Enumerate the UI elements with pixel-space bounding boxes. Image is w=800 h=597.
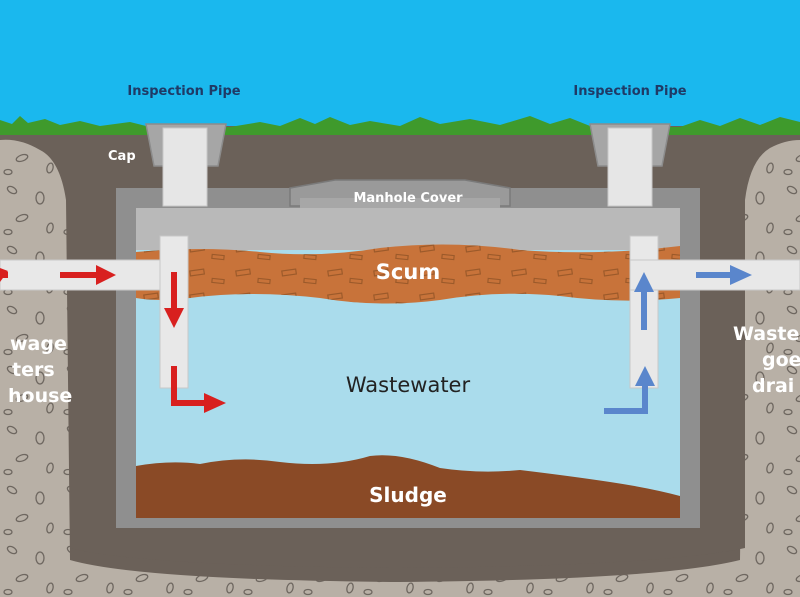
inspection-pipe-left bbox=[162, 127, 208, 207]
outlet-label-line1: Waste bbox=[733, 323, 799, 345]
inflow-arrow-icon bbox=[0, 265, 226, 413]
cap-label: Cap bbox=[108, 149, 136, 164]
outlet-label-line2: goe bbox=[762, 349, 800, 371]
outlet-label-line3: drai bbox=[752, 375, 794, 397]
tank-air-space bbox=[136, 208, 680, 250]
outflow-arrow-icon bbox=[604, 265, 752, 414]
sky bbox=[0, 0, 800, 130]
sludge-label: Sludge bbox=[369, 483, 447, 507]
inlet-label-line3: house bbox=[8, 385, 72, 407]
manhole-cover-label: Manhole Cover bbox=[353, 191, 463, 206]
inspection-pipe-left-label: Inspection Pipe bbox=[127, 84, 240, 99]
scum-label: Scum bbox=[376, 260, 440, 284]
inspection-pipe-right bbox=[607, 127, 653, 207]
sludge-layer bbox=[136, 455, 680, 518]
wastewater-label: Wastewater bbox=[346, 373, 471, 397]
inspection-pipe-right-label: Inspection Pipe bbox=[573, 84, 686, 99]
inlet-label-line2: ters bbox=[12, 359, 55, 381]
inlet-label-line1: wage bbox=[10, 333, 67, 355]
